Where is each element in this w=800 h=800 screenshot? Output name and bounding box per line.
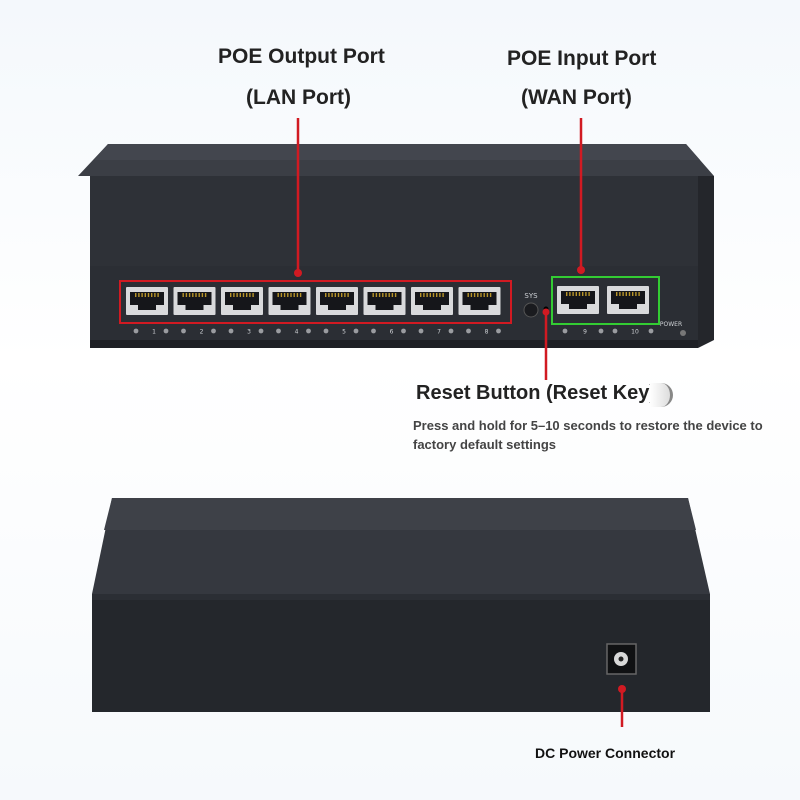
lan-port-8[interactable] — [458, 287, 501, 315]
lan-port-7[interactable] — [411, 287, 453, 315]
lan-port-2-led — [181, 328, 186, 334]
lan-port-1[interactable] — [126, 287, 168, 315]
lan-port-4-number: 4 — [295, 329, 299, 336]
wan-port-10-number: 10 — [631, 329, 639, 336]
wan-port-9-number: 9 — [583, 329, 587, 336]
wan-port-9-led — [562, 328, 568, 334]
lan-port-6[interactable] — [363, 287, 406, 315]
lan-port-1-led — [133, 328, 139, 334]
wan-port-9[interactable] — [557, 286, 599, 314]
lan-port-7-led — [418, 328, 424, 334]
lan-port-3-led — [258, 328, 264, 334]
lan-port-4[interactable] — [268, 287, 311, 315]
lan-port-3-number: 3 — [247, 329, 251, 336]
lan-port-5[interactable] — [316, 287, 358, 315]
lan-port-2-led — [211, 328, 216, 334]
poe-output-subtitle: (LAN Port) — [246, 86, 351, 109]
sys-label: SYS — [524, 292, 538, 300]
lan-port-7-led — [448, 328, 454, 334]
dc-power-caption: DC Power Connector — [535, 745, 676, 761]
poe-output-title: POE Output Port — [218, 45, 385, 68]
lan-port-5-number: 5 — [342, 329, 346, 336]
power-led — [680, 330, 686, 336]
lan-port-2[interactable] — [173, 287, 216, 315]
wan-port-10[interactable] — [607, 286, 649, 314]
dc-power-jack[interactable] — [606, 643, 637, 675]
lan-port-3[interactable] — [221, 287, 263, 315]
power-label: POWER — [660, 321, 682, 328]
reset-description: Press and hold for 5–10 seconds to resto… — [413, 418, 763, 452]
lan-port-5-led — [353, 328, 359, 334]
lan-port-6-number: 6 — [390, 329, 394, 336]
switch-front-view: 1 2 3 4 5 6 7 8 9 10 SYS POWER — [78, 118, 714, 380]
switch-right-side — [698, 176, 714, 348]
poe-input-title: POE Input Port — [507, 47, 657, 70]
lan-port-8-led — [466, 328, 471, 334]
lan-port-2-number: 2 — [200, 329, 204, 336]
lan-port-1-led — [163, 328, 169, 334]
reset-key-icon — [650, 383, 673, 407]
reset-title: Reset Button (Reset Key) — [416, 382, 657, 404]
lan-port-4-led — [306, 328, 311, 334]
wan-port-10-led — [648, 328, 654, 334]
lan-port-highlight — [119, 280, 512, 324]
lan-port-6-led — [401, 328, 406, 334]
lan-port-1-number: 1 — [152, 329, 156, 336]
poe-input-subtitle: (WAN Port) — [521, 86, 632, 109]
sys-led — [523, 302, 539, 318]
lan-port-8-led — [496, 328, 501, 334]
lan-port-4-led — [276, 328, 281, 334]
lan-port-8-number: 8 — [485, 329, 489, 336]
wan-port-9-led — [598, 328, 604, 334]
wan-port-10-led — [612, 328, 618, 334]
wan-port-highlight — [551, 276, 660, 325]
switch-back-view — [92, 498, 710, 727]
lan-port-5-led — [323, 328, 329, 334]
lan-port-3-led — [228, 328, 234, 334]
lan-port-7-number: 7 — [437, 329, 441, 336]
lan-port-6-led — [371, 328, 376, 334]
